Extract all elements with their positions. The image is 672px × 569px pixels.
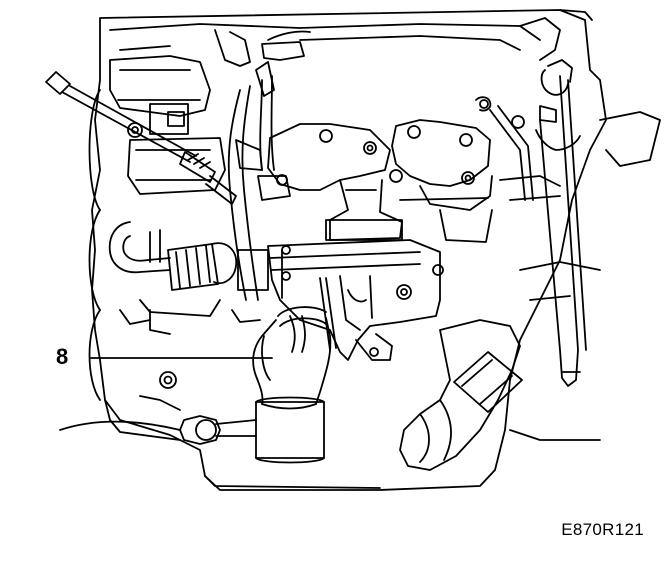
lower-right-frame (509, 111, 661, 441)
turbo-hose (399, 319, 523, 471)
coolant-hose-8 (252, 306, 332, 410)
egr-valve-assembly (237, 239, 444, 361)
exhaust-manifold (389, 119, 493, 243)
top-cover (109, 17, 561, 67)
left-elbow-hose (108, 221, 238, 291)
callout-label-8: 8 (56, 344, 69, 369)
left-cylinder-bank (88, 55, 226, 401)
right-vertical-tube (535, 59, 587, 387)
dipstick-tube (45, 71, 237, 205)
figure-code: E870R121 (561, 520, 644, 539)
center-cables (227, 61, 291, 301)
right-pipe-bracket (475, 96, 561, 201)
lower-left-bracket (119, 299, 261, 411)
engine-block-outline (91, 9, 607, 491)
thermostat-housing (267, 123, 403, 241)
bottom-canister (59, 396, 325, 464)
